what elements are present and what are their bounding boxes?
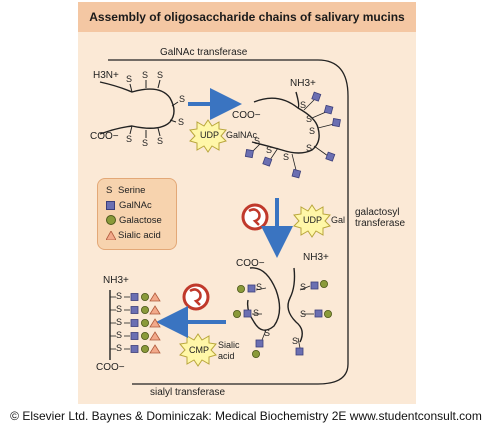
square-icon — [106, 200, 115, 210]
serine-residue: S — [253, 308, 260, 318]
galnac-square — [130, 332, 139, 340]
serine-residue: S — [116, 317, 123, 327]
triangle-icon — [105, 230, 117, 241]
legend-row-sialic: Sialic acid — [105, 230, 161, 241]
serine-residue: S — [126, 74, 133, 84]
serine-symbol: S — [106, 185, 113, 196]
enzyme-icon-1 — [241, 203, 269, 231]
galactosyl-transferase-label: galactosyl transferase — [355, 207, 406, 229]
serine-residue: S — [116, 291, 123, 301]
serine-residue: S — [254, 136, 261, 146]
disaccharide-groups-chain-3 — [232, 279, 332, 358]
legend-label-sialic: Sialic acid — [118, 230, 161, 241]
serine-residue: S — [306, 143, 313, 153]
galnac-transferase-label: GalNAc transferase — [160, 47, 248, 58]
chain1-n-terminus: H3N+ — [93, 70, 119, 81]
chain2-n-terminus: NH3+ — [290, 78, 316, 89]
serine-residue: S — [116, 304, 123, 314]
chain4-c-terminus: COO− — [96, 362, 125, 373]
serine-residue: S — [142, 70, 149, 80]
chain3-n-terminus: NH3+ — [303, 252, 329, 263]
galactose-circle — [140, 292, 149, 301]
legend-row-galactose: Galactose — [106, 215, 162, 226]
serine-residue: S — [266, 145, 273, 155]
galactose-circle — [140, 331, 149, 340]
udp-burst-1 — [189, 119, 227, 153]
serine-residue: S — [306, 114, 313, 124]
udp-label-1: UDP — [200, 130, 220, 140]
legend-row-serine: S Serine — [106, 185, 145, 196]
copyright-footer: © Elsevier Ltd. Baynes & Dominiczak: Med… — [10, 409, 482, 423]
sialic-triangle — [149, 331, 161, 341]
serine-residue: S — [264, 328, 271, 338]
sialic-triangle — [149, 344, 161, 354]
udp-burst-2 — [293, 204, 331, 238]
serine-residue: S — [300, 100, 307, 110]
serine-residue: S — [309, 126, 316, 136]
legend-label-galactose: Galactose — [119, 215, 162, 226]
serine-residue: S — [142, 138, 149, 148]
peptide-chain-1 — [99, 79, 179, 138]
trisaccharide-rows — [110, 292, 161, 354]
legend-row-galnac: GalNAc — [106, 200, 152, 211]
cmp-label: CMP — [189, 345, 209, 355]
legend: S Serine GalNAc Galactose Sialic acid — [97, 178, 177, 250]
legend-label-serine: Serine — [118, 185, 146, 196]
circle-icon — [106, 215, 116, 226]
sialyl-transferase-label: sialyl transferase — [150, 387, 226, 398]
pathway-loop — [108, 59, 349, 385]
galnac-group-chain-2 — [244, 91, 341, 179]
sialic-triangle — [149, 292, 161, 302]
serine-residue: S — [256, 282, 263, 292]
galnac-square — [130, 306, 139, 314]
udp-label-2: UDP — [303, 215, 323, 225]
gal-donor-label: Gal — [331, 215, 346, 225]
sialic-donor-label: Sialic acid — [218, 340, 240, 361]
figure-title: Assembly of oligosaccharide chains of sa… — [78, 2, 416, 32]
serine-residue: S — [300, 282, 307, 292]
serine-residue: S — [300, 309, 307, 319]
serine-residue: S — [283, 152, 290, 162]
galnac-square — [130, 319, 139, 327]
serine-residue: S — [178, 117, 185, 127]
galnac-donor-label: GalNAc — [226, 130, 258, 140]
galnac-square — [130, 345, 139, 353]
serine-residue: S — [292, 336, 299, 346]
serine-residue: S — [157, 70, 164, 80]
galactose-circle — [140, 318, 149, 327]
chain3-c-terminus: COO− — [236, 258, 265, 269]
serine-residue: S — [179, 94, 186, 104]
legend-label-galnac: GalNAc — [119, 200, 152, 211]
chain1-c-terminus: COO− — [90, 131, 119, 142]
peptide-chain-3 — [246, 267, 303, 343]
enzyme-icon-2 — [182, 283, 210, 311]
serine-residue: S — [126, 134, 133, 144]
chain4-n-terminus: NH3+ — [103, 275, 129, 286]
cmp-burst — [179, 333, 217, 367]
galnac-square — [130, 293, 139, 301]
galactose-circle — [140, 305, 149, 314]
chain2-c-terminus: COO− — [232, 110, 261, 121]
sialic-triangle — [149, 318, 161, 328]
serine-residue: S — [116, 343, 123, 353]
peptide-chain-2 — [251, 91, 320, 154]
galactose-circle — [140, 344, 149, 353]
serine-residue: S — [157, 136, 164, 146]
serine-residue: S — [116, 330, 123, 340]
sialic-triangle — [149, 305, 161, 315]
